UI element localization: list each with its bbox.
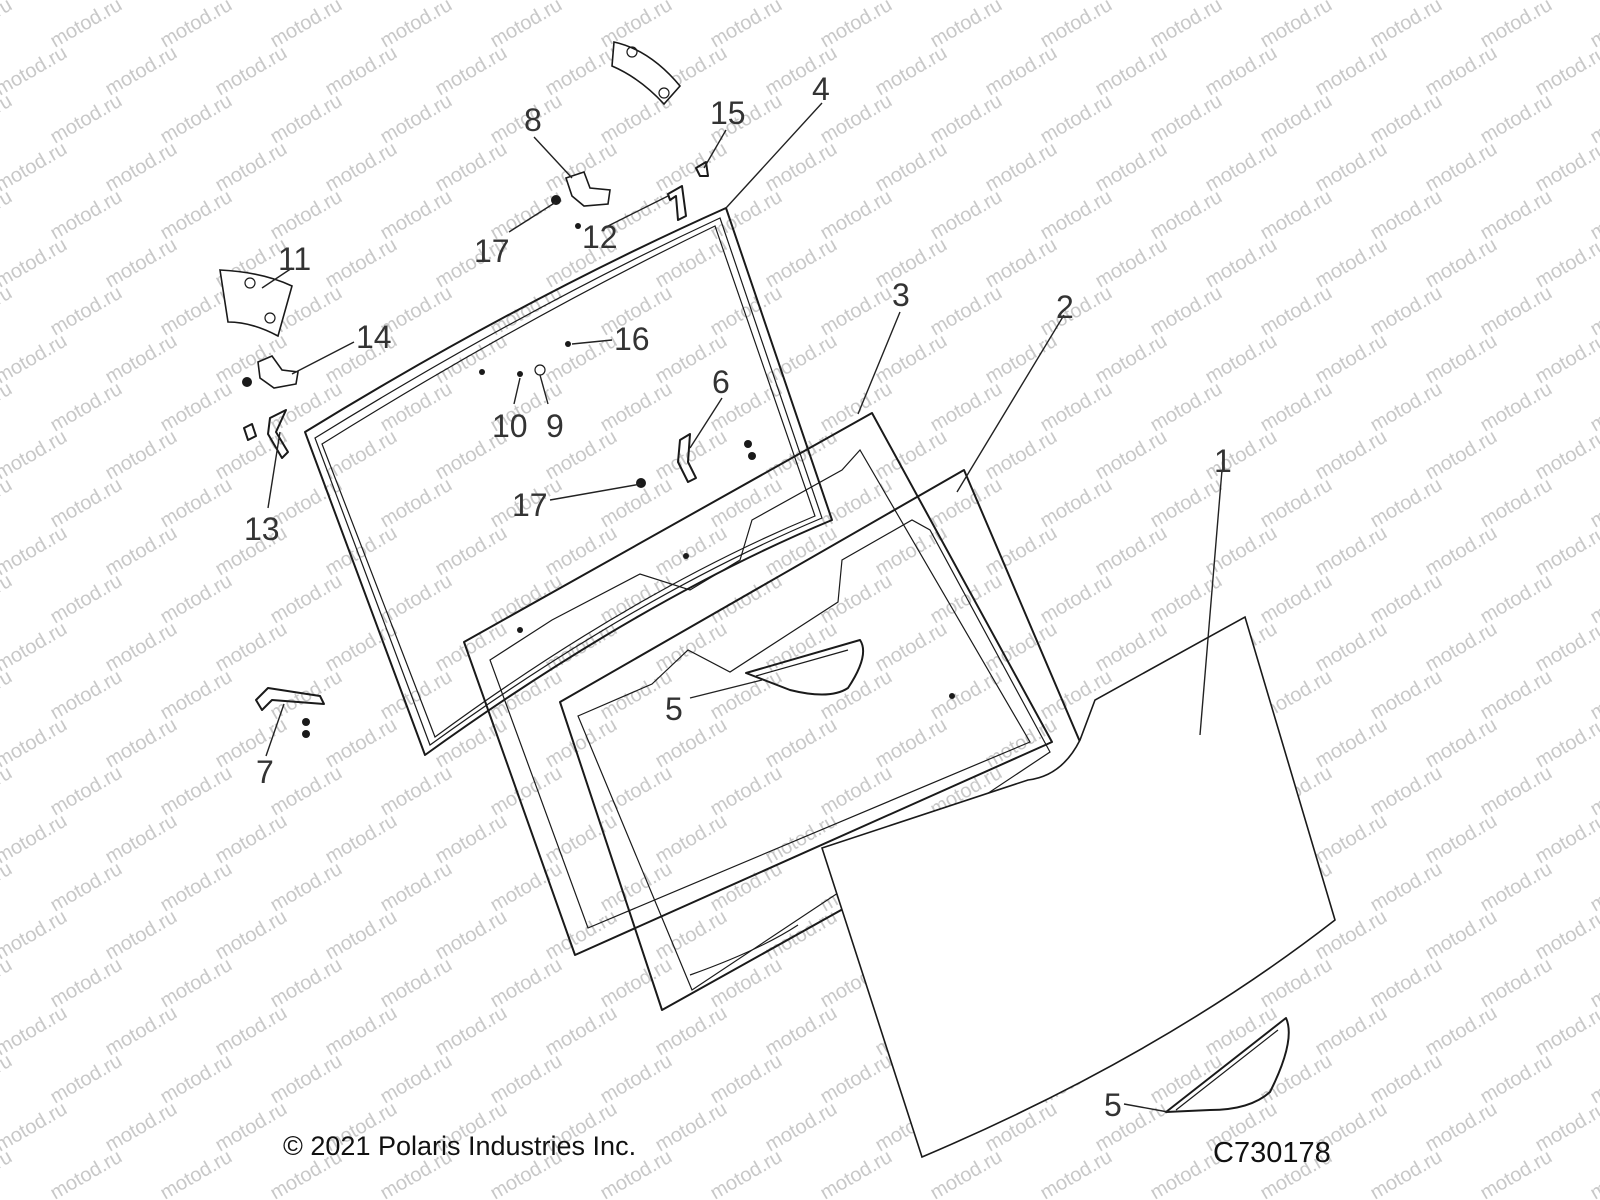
watermark-text: motod.ru <box>0 714 71 773</box>
watermark-text: motod.ru <box>0 1002 71 1061</box>
watermark-text: motod.ru <box>0 858 16 917</box>
part-7-bracket <box>255 687 325 738</box>
watermark-text: motod.ru <box>0 330 71 389</box>
watermark-text: motod.ru <box>707 1146 786 1200</box>
watermark-text: motod.ru <box>0 426 71 485</box>
leader-lines <box>261 102 1223 1113</box>
watermark-text: motod.ru <box>1037 1146 1116 1200</box>
callout-1: 1 <box>1214 443 1232 479</box>
callout-17-lower: 17 <box>512 487 548 523</box>
watermark-text: motod.ru <box>927 1146 1006 1200</box>
watermark-text: motod.ru <box>0 762 16 821</box>
part-top-cover-right <box>611 41 682 106</box>
part-5-handle-upper <box>745 639 864 696</box>
part-13-clip <box>243 409 289 459</box>
callout-15: 15 <box>710 95 746 131</box>
part-5-handle-lower <box>1165 1017 1290 1113</box>
callout-4: 4 <box>812 71 830 107</box>
watermark-text: motod.ru <box>0 282 16 341</box>
part-15-clip <box>695 161 709 177</box>
watermark-text: motod.ru <box>0 0 71 4</box>
callout-16: 16 <box>614 321 650 357</box>
callout-17-upper: 17 <box>474 233 510 269</box>
copyright-notice: © 2021 Polaris Industries Inc. <box>283 1131 637 1161</box>
callout-5-upper: 5 <box>665 691 683 727</box>
watermark-text: motod.ru <box>47 1146 126 1200</box>
watermark-text: motod.ru <box>0 42 71 101</box>
watermark-text: motod.ru <box>0 234 71 293</box>
watermark-text: motod.ru <box>0 522 71 581</box>
part-6-bracket <box>677 433 756 483</box>
watermark-text: motod.ru <box>0 474 16 533</box>
watermark-text: motod.ru <box>0 1146 16 1200</box>
watermark-text: motod.ru <box>0 1098 71 1157</box>
callout-2: 2 <box>1056 289 1074 325</box>
watermark-text: motod.ru <box>0 810 71 869</box>
callout-10: 10 <box>492 408 528 444</box>
watermark-text: motod.ru <box>1587 1146 1600 1200</box>
watermark-text: motod.ru <box>0 138 71 197</box>
watermark-text: motod.ru <box>0 186 16 245</box>
callout-8: 8 <box>524 102 542 138</box>
part-3-inner-frame <box>463 412 1053 956</box>
callout-11: 11 <box>278 241 311 277</box>
drawing-id: C730178 <box>1213 1137 1331 1169</box>
watermark-text: motod.ru <box>0 954 16 1013</box>
watermark-text: motod.ru <box>1367 1146 1446 1200</box>
watermark-text: motod.ru <box>0 906 71 965</box>
callout-12: 12 <box>582 219 618 255</box>
watermark-text: motod.ru <box>0 378 16 437</box>
callout-labels: 1 2 3 4 5 5 6 7 8 9 10 11 12 13 14 15 16… <box>244 71 1232 1123</box>
part-8-bracket <box>551 170 611 207</box>
part-1-outer-panel <box>820 615 1336 1159</box>
part-11-cover-left <box>219 269 293 338</box>
watermark-text: motod.ru <box>0 666 16 725</box>
watermark-text: motod.ru <box>0 0 16 52</box>
part-4-windshield-seal <box>304 207 833 756</box>
watermark-text: motod.ru <box>0 618 71 677</box>
callout-5-lower: 5 <box>1104 1087 1122 1123</box>
part-12-clip <box>667 185 687 221</box>
watermark-text: motod.ru <box>817 1146 896 1200</box>
watermark-text: motod.ru <box>0 90 16 149</box>
watermark-text: motod.ru <box>0 1050 16 1109</box>
watermark-text: motod.ru <box>1477 1146 1556 1200</box>
callout-6: 6 <box>712 364 730 400</box>
part-14-bracket <box>242 355 299 389</box>
callout-13: 13 <box>244 511 280 547</box>
watermark-text: motod.ru <box>0 570 16 629</box>
watermark-text: motod.ru <box>157 1146 236 1200</box>
callout-3: 3 <box>892 277 910 313</box>
callout-7: 7 <box>256 754 274 790</box>
callout-9: 9 <box>546 408 564 444</box>
callout-14: 14 <box>356 319 392 355</box>
fasteners <box>479 223 955 699</box>
